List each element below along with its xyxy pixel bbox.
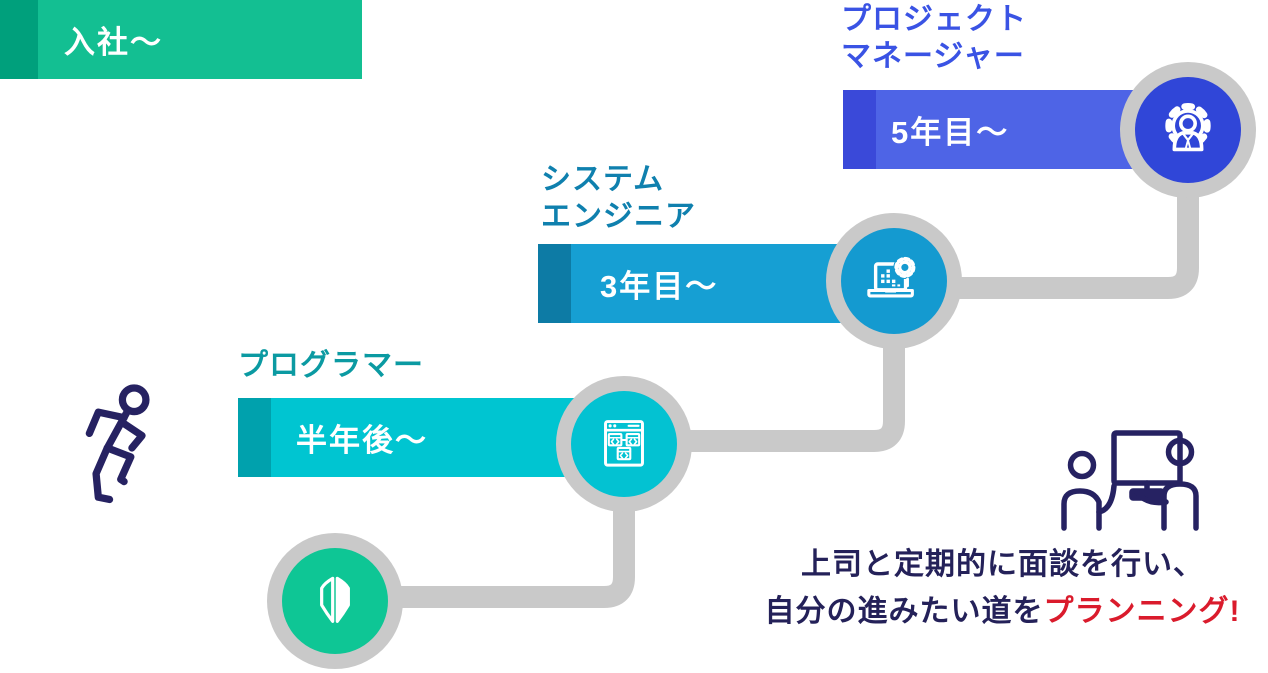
bar-accent-tab	[843, 90, 876, 169]
bar-accent-tab	[0, 0, 38, 79]
step-circle	[267, 533, 403, 669]
step-circle	[826, 213, 962, 349]
bar-accent-tab	[238, 398, 271, 477]
period-label: 5年目〜	[891, 115, 1010, 150]
bar-accent-tab	[538, 244, 571, 323]
period-label: 半年後〜	[296, 423, 428, 458]
step-circle	[556, 376, 692, 512]
note-line2-text: 自分の進みたい道を	[764, 595, 1044, 628]
period-label: 入社〜	[64, 25, 163, 60]
step-circle	[1120, 62, 1256, 198]
period-bar: 入社〜	[0, 0, 362, 79]
step-title: プログラマー	[238, 349, 424, 382]
note-line2-accent: プランニング!	[1043, 595, 1241, 628]
gear-person-icon	[1165, 103, 1211, 152]
note-text: 上司と定期的に面談を行い、 自分の進みたい道をプランニング!	[750, 541, 1255, 635]
beginner-mark-icon	[320, 576, 350, 623]
step-title: システム エンジニア	[541, 163, 696, 233]
period-label: 3年目〜	[600, 269, 719, 304]
code-window-icon	[604, 420, 644, 467]
step-title: プロジェクト マネージャー	[841, 3, 1027, 73]
note-line2: 自分の進みたい道をプランニング!	[750, 588, 1255, 635]
note-line1: 上司と定期的に面談を行い、	[801, 548, 1204, 581]
meeting-discussion-icon	[1061, 430, 1199, 531]
laptop-gear-icon	[867, 255, 917, 298]
runner-icon	[85, 384, 150, 504]
